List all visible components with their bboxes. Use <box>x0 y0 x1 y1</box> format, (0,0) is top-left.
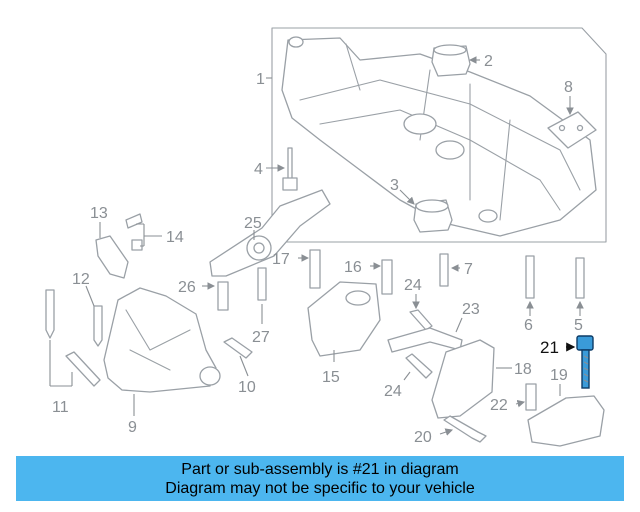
callout-10: 10 <box>238 379 256 396</box>
callout-25: 25 <box>244 215 262 232</box>
leader-23 <box>455 317 463 333</box>
callout-11: 11 <box>52 399 69 416</box>
leader-3 <box>399 189 415 205</box>
subframe-group <box>271 27 607 243</box>
callout-24-upper: 24 <box>404 277 422 294</box>
bolt-10 <box>223 337 253 359</box>
bolt-11-a <box>45 289 55 339</box>
bolt-16 <box>381 259 393 295</box>
bolt-26 <box>217 281 229 311</box>
parts-diagram: 1 2 3 4 5 6 7 8 9 10 11 12 13 14 15 16 1… <box>45 27 607 447</box>
callout-14: 14 <box>166 229 184 246</box>
callout-3: 3 <box>390 177 399 194</box>
callout-19: 19 <box>550 367 568 384</box>
bracket-18 <box>431 339 495 419</box>
bolt-22 <box>525 383 537 411</box>
leader-20 <box>439 428 454 436</box>
leader-14 <box>136 223 162 247</box>
callout-6: 6 <box>524 317 533 334</box>
bolt-20 <box>443 415 487 443</box>
mount-19 <box>527 395 605 447</box>
bolt-11-b <box>65 351 101 387</box>
bolt-24-lower <box>405 353 433 379</box>
callout-27: 27 <box>252 329 270 346</box>
callout-9: 9 <box>128 419 137 436</box>
callout-1: 1 <box>256 71 265 88</box>
bushing-3-top <box>415 199 449 213</box>
callout-12: 12 <box>72 271 90 288</box>
leader-12 <box>85 285 95 307</box>
callout-2: 2 <box>484 53 493 70</box>
bushing-3 <box>413 199 453 233</box>
bracket-13 <box>95 235 129 279</box>
callout-4: 4 <box>254 161 263 178</box>
engine-mount-9-body <box>103 287 217 393</box>
subframe-bracket <box>271 27 607 243</box>
transmission-mount-15 <box>307 281 381 357</box>
banner-line-1: Part or sub-assembly is #21 in diagram <box>181 460 459 478</box>
bushing-2-top <box>433 44 467 56</box>
parts-diagram-svg: 1 2 3 4 5 6 7 8 9 10 11 12 13 14 15 16 1… <box>45 27 607 447</box>
leader-lines <box>49 56 584 436</box>
link-23 <box>387 327 463 353</box>
banner-line-2: Diagram may not be specific to your vehi… <box>165 479 475 497</box>
leader-22 <box>515 399 526 408</box>
transmission-mount-15-bushing <box>345 290 371 306</box>
bolt-6 <box>525 255 535 299</box>
bushing-2 <box>431 44 471 77</box>
plate-8-hole <box>576 124 584 132</box>
callout-16: 16 <box>344 259 362 276</box>
callout-5: 5 <box>574 317 583 334</box>
bolt-24-upper <box>409 309 433 331</box>
callout-18: 18 <box>514 361 532 378</box>
bolt-21-threads <box>583 355 589 383</box>
leader-24b <box>403 371 411 381</box>
torque-arm-25 <box>209 189 331 277</box>
leader-10 <box>239 355 249 377</box>
info-banner: Part or sub-assembly is #21 in diagram D… <box>16 456 624 501</box>
subframe-hole-2 <box>435 140 465 160</box>
bolt-5 <box>575 257 585 299</box>
engine-mount-9-bushing <box>199 366 221 386</box>
callout-26: 26 <box>178 279 196 296</box>
torque-arm-25-bushing-inner <box>253 242 265 254</box>
bolt-7 <box>439 253 449 287</box>
callout-13: 13 <box>90 205 108 222</box>
subframe-rear-mount <box>478 209 498 223</box>
callout-numbers: 1 2 3 4 5 6 7 8 9 10 11 12 13 14 15 16 1… <box>52 53 583 446</box>
bolts-14 <box>125 213 143 251</box>
callout-15: 15 <box>322 369 340 386</box>
callout-23: 23 <box>462 301 480 318</box>
callout-8: 8 <box>564 79 573 96</box>
callout-20: 20 <box>414 429 432 446</box>
leader-11 <box>49 340 73 387</box>
subframe-hole-1 <box>403 113 437 135</box>
bolt-21-highlighted <box>576 335 594 389</box>
bolt-12 <box>93 305 103 347</box>
engine-mount-9 <box>103 287 221 393</box>
plate-8-hole <box>558 124 566 132</box>
callout-22: 22 <box>490 397 508 414</box>
callout-21: 21 <box>540 338 559 357</box>
callout-17: 17 <box>272 251 290 268</box>
bolt-17 <box>309 249 321 289</box>
callout-24-lower: 24 <box>384 383 402 400</box>
subframe-mount-stud <box>288 36 304 48</box>
subframe-rib-3 <box>345 43 511 221</box>
bolt-21-head <box>576 335 594 351</box>
transmission-mount-15-body <box>307 281 381 357</box>
bolt-4 <box>282 147 298 191</box>
bolt-27 <box>257 267 267 301</box>
subframe-outline <box>281 37 597 237</box>
engine-mount-9-ribs <box>125 309 191 371</box>
plate-8 <box>547 111 597 149</box>
callout-7: 7 <box>464 261 473 278</box>
